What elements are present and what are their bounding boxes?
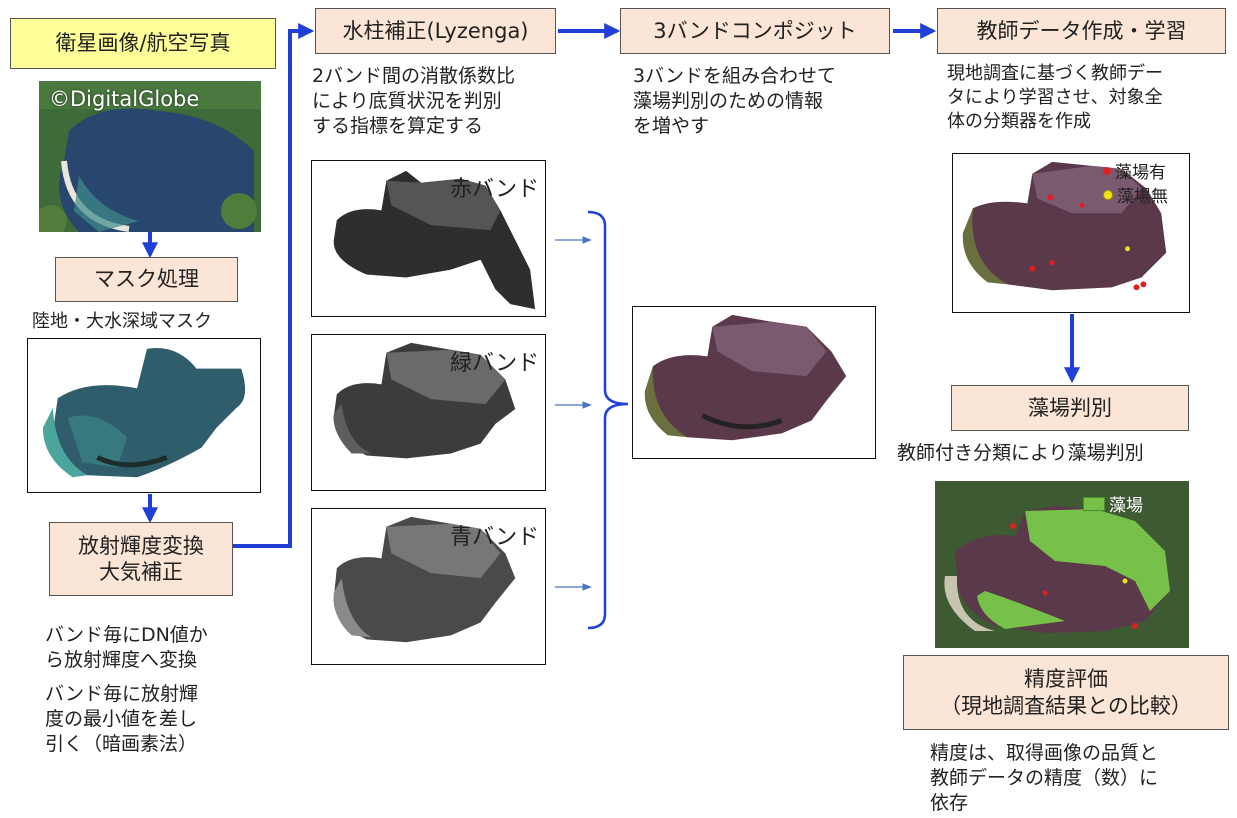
classification-caption: 教師付き分類により藻場判別: [897, 442, 1144, 464]
accuracy-note: 精度は、取得画像の品質と 教師データの精度（数）に 依存: [930, 741, 1158, 816]
composite-desc-line2: 藻場判別のための情報: [633, 90, 824, 113]
accuracy-note-line1: 精度は、取得画像の品質と: [930, 742, 1159, 764]
seagrass-classification-box: 藻場判別: [951, 385, 1189, 431]
legend-present-label: 藻場有: [1115, 163, 1166, 183]
legend-seagrass-label: 藻場: [1109, 496, 1143, 516]
legend-seagrass-swatch: [1083, 496, 1105, 511]
note1-line1: バンド毎にDN値か: [45, 624, 208, 646]
note1-line2: ら放射輝度へ変換: [45, 649, 198, 672]
legend-present: 藻場有: [1103, 158, 1166, 183]
composite-desc-line1: 3バンドを組み合わせて: [633, 65, 837, 87]
green-band-label: 緑バンド: [450, 351, 540, 376]
accuracy-note-line2: 教師データの精度（数）に: [930, 767, 1159, 790]
present-point: [1047, 194, 1054, 201]
satellite-image-title: 衛星画像/航空写真: [10, 18, 276, 69]
green-band-image: 緑バンド: [311, 334, 546, 491]
water-column-correction-box: 水柱補正(Lyzenga): [315, 8, 556, 54]
present-point: [1029, 265, 1036, 272]
water-column-desc-line3: する指標を算定する: [312, 115, 484, 138]
band-bracket: [587, 210, 629, 630]
mask-processing-box: マスク処理: [55, 257, 238, 302]
present-point: [1133, 284, 1140, 291]
note2-line3: 引く（暗画素法）: [45, 733, 198, 756]
radiance-note: バンド毎にDN値か ら放射輝度へ変換: [45, 623, 208, 673]
composite-image: [632, 306, 876, 459]
water-column-desc: 2バンド間の消散係数比 により底質状況を判別 する指標を算定する: [312, 64, 515, 139]
note2-line2: 度の最小値を差し: [45, 708, 198, 731]
accuracy-evaluation-box: 精度評価 （現地調査結果との比較）: [903, 655, 1229, 730]
blue-band-label: 青バンド: [450, 525, 540, 550]
training-desc-line1: 現地調査に基づく教師デー: [947, 63, 1163, 84]
red-band-image: 赤バンド: [311, 160, 546, 317]
dark-pixel-note: バンド毎に放射輝 度の最小値を差し 引く（暗画素法）: [45, 682, 198, 757]
present-point: [1079, 202, 1085, 208]
accuracy-box-line2: （現地調査結果との比較）: [940, 693, 1192, 718]
legend-absent-label: 藻場無: [1117, 187, 1168, 207]
present-point: [1049, 260, 1055, 266]
present-point: [1140, 281, 1147, 288]
note2-line1: バンド毎に放射輝: [45, 683, 198, 705]
radiance-box-line1: 放射輝度変換: [78, 533, 204, 558]
training-sample-image: 藻場有 藻場無: [952, 153, 1190, 313]
training-desc-line2: タにより学習させ、対象全: [947, 86, 1163, 108]
composite-desc-line3: を増やす: [633, 115, 710, 138]
composite-desc: 3バンドを組み合わせて 藻場判別のための情報 を増やす: [633, 64, 836, 139]
absent-point: [1125, 246, 1130, 252]
arrow-radiance-to-watercolumn: [233, 23, 315, 548]
legend-present-swatch: [1103, 166, 1111, 175]
legend-seagrass: 藻場: [1083, 491, 1143, 516]
mask-caption: 陸地・大水深域マスク: [32, 311, 212, 332]
image-credit: ©DigitalGlobe: [49, 87, 200, 111]
radiance-box-line2: 大気補正: [99, 560, 183, 584]
water-column-desc-line2: により底質状況を判別: [312, 90, 502, 113]
radiance-conversion-box: 放射輝度変換 大気補正: [49, 522, 233, 596]
training-data-box: 教師データ作成・学習: [937, 8, 1226, 54]
red-band-label: 赤バンド: [450, 177, 540, 202]
classification-result-image: 藻場: [935, 481, 1189, 648]
training-desc-line3: 体の分類器を作成: [947, 110, 1091, 132]
blue-band-image: 青バンド: [311, 508, 546, 665]
legend-absent-swatch: [1103, 189, 1113, 200]
training-desc: 現地調査に基づく教師デー タにより学習させ、対象全 体の分類器を作成: [947, 62, 1163, 133]
masked-image: [27, 338, 261, 493]
water-column-desc-line1: 2バンド間の消散係数比: [312, 65, 516, 87]
satellite-photo: ©DigitalGlobe: [39, 81, 261, 232]
legend-absent: 藻場無: [1103, 182, 1168, 207]
three-band-composite-box: 3バンドコンポジット: [620, 8, 890, 54]
accuracy-box-line1: 精度評価: [1024, 667, 1108, 692]
accuracy-note-line3: 依存: [930, 792, 969, 815]
